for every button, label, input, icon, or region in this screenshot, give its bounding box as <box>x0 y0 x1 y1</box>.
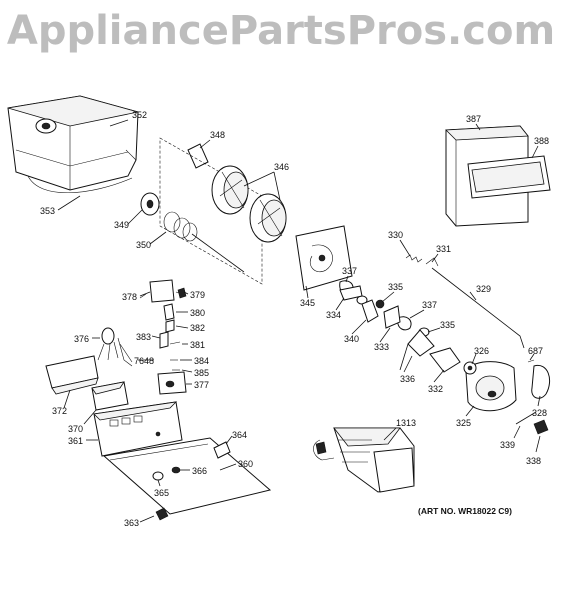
label-687: 687 <box>528 346 543 356</box>
part-340-lever <box>361 299 379 323</box>
part-379-clip <box>177 287 187 299</box>
part-326-gear <box>463 361 477 375</box>
label-337-lower: 337 <box>422 300 437 310</box>
part-331-clip <box>425 257 439 267</box>
label-383: 383 <box>136 332 151 342</box>
label-382: 382 <box>190 323 205 333</box>
label-376: 376 <box>74 334 89 344</box>
part-376-tube <box>97 327 133 367</box>
part-687-clip <box>527 359 535 363</box>
label-345: 345 <box>300 298 315 308</box>
label-1313: 1313 <box>396 418 416 428</box>
label-346: 346 <box>274 162 289 172</box>
part-372-cover <box>45 355 99 395</box>
label-333: 333 <box>374 342 389 352</box>
label-330: 330 <box>388 230 403 240</box>
part-360-tray <box>102 437 272 515</box>
label-335-lower: 335 <box>440 320 455 330</box>
label-329: 329 <box>476 284 491 294</box>
part-339-pin <box>515 411 537 425</box>
label-331: 331 <box>436 244 451 254</box>
label-328: 328 <box>532 408 547 418</box>
label-334: 334 <box>326 310 341 320</box>
label-7648: 7648 <box>134 356 154 366</box>
label-352: 352 <box>132 110 147 120</box>
part-380-fitting <box>163 303 175 321</box>
part-365-fastener <box>152 471 164 481</box>
part-364-plug <box>213 441 231 459</box>
mounting-outline <box>159 137 263 285</box>
label-340: 340 <box>344 334 359 344</box>
label-377: 377 <box>194 380 209 390</box>
label-332: 332 <box>428 384 443 394</box>
label-381: 381 <box>190 340 205 350</box>
label-378: 378 <box>122 292 137 302</box>
label-353: 353 <box>40 206 55 216</box>
part-338-connector <box>533 419 549 435</box>
part-329-rod <box>431 267 525 349</box>
label-379: 379 <box>190 290 205 300</box>
part-7648 <box>119 343 133 363</box>
part-348 <box>187 143 209 169</box>
part-361-control-box <box>93 401 183 457</box>
part-378-valve <box>139 279 183 303</box>
part-336-link <box>399 329 435 371</box>
part-337-cam-lower <box>397 316 412 331</box>
label-387: 387 <box>466 114 481 124</box>
label-366: 366 <box>192 466 207 476</box>
part-325-mold-motor <box>465 361 517 412</box>
label-325: 325 <box>456 418 471 428</box>
label-348: 348 <box>210 130 225 140</box>
part-363-clip <box>155 507 169 521</box>
label-388: 388 <box>534 136 549 146</box>
label-370: 370 <box>68 424 83 434</box>
part-377-bracket <box>157 371 187 395</box>
part-345-bracket <box>295 225 353 291</box>
part-388-cover <box>467 155 551 199</box>
label-363: 363 <box>124 518 139 528</box>
part-352-ice-bucket <box>7 95 139 194</box>
part-370-switch <box>91 381 129 411</box>
label-336: 336 <box>400 374 415 384</box>
part-333 <box>383 305 401 329</box>
label-335-upper: 335 <box>388 282 403 292</box>
label-339: 339 <box>500 440 515 450</box>
label-326: 326 <box>474 346 489 356</box>
art-number: (ART NO. WR18022 C9) <box>418 506 512 516</box>
part-334-arm <box>339 285 363 301</box>
label-372: 372 <box>52 406 67 416</box>
part-382-nut <box>165 319 175 333</box>
label-337-upper: 337 <box>342 266 357 276</box>
part-1313-icemaker-assembly <box>313 427 415 493</box>
label-385: 385 <box>194 368 209 378</box>
part-381-clamp <box>169 341 181 345</box>
label-349: 349 <box>114 220 129 230</box>
label-360: 360 <box>238 459 253 469</box>
part-330-spring <box>405 254 423 263</box>
label-365: 365 <box>154 488 169 498</box>
part-366-grommet <box>171 466 181 474</box>
label-350: 350 <box>136 240 151 250</box>
part-332-linkage <box>429 347 461 373</box>
watermark: AppliancePartsPros.com <box>6 8 556 54</box>
label-361: 361 <box>68 436 83 446</box>
part-350-spring-rod <box>163 211 245 273</box>
part-346-auger-pair <box>211 165 287 243</box>
label-364: 364 <box>232 430 247 440</box>
label-380: 380 <box>190 308 205 318</box>
part-383-fitting <box>159 331 169 349</box>
part-349-bearing <box>140 192 160 216</box>
label-384: 384 <box>194 356 209 366</box>
label-338: 338 <box>526 456 541 466</box>
part-328-bracket <box>531 364 550 399</box>
